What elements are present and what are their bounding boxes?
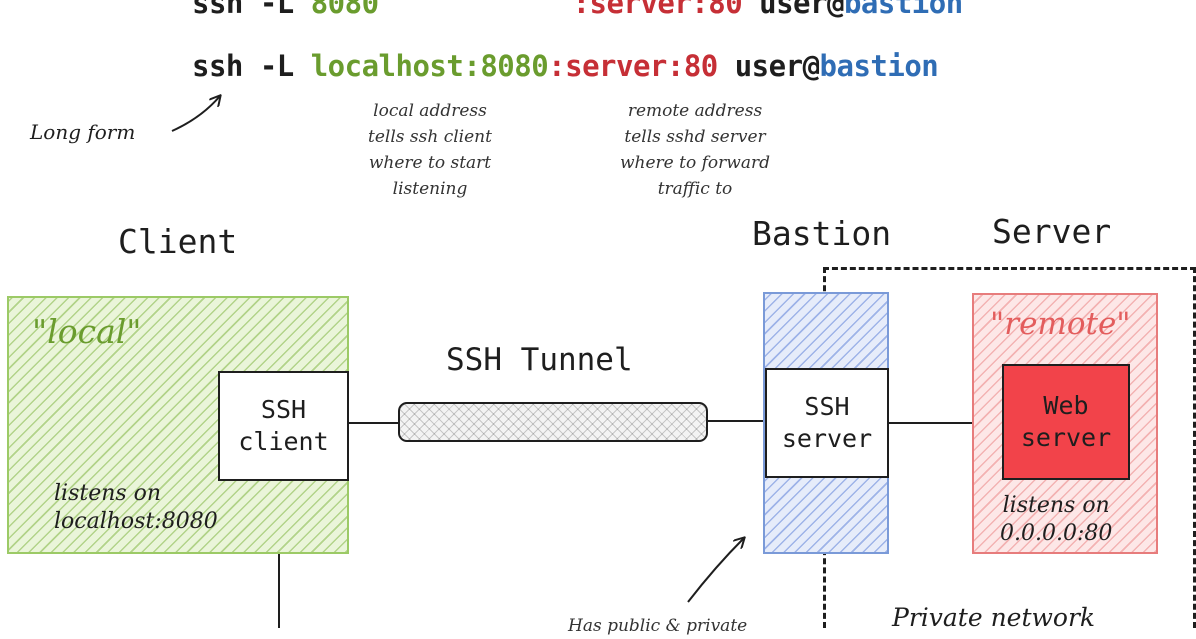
note-line: tells sshd server [624,127,766,147]
listens-line: listens on [54,481,162,506]
long-form-label: Long form [30,120,136,144]
web-server-line: Web [1043,391,1089,420]
note-line: remote address [627,101,763,121]
note-line: where to forward [620,153,770,173]
ssh-client-box: SSH client [218,371,349,481]
cmd-remote: :server:80 [572,0,743,20]
ssh-client-line: SSH [260,395,307,424]
client-listens-text: listens on localhost:8080 [54,480,218,536]
cmd-prefix: ssh -L [192,49,311,83]
bastion-heading: Bastion [752,214,892,253]
cmd-user: user@ [742,0,844,20]
server-heading: Server [992,212,1112,251]
local-tag: "local" [32,312,142,351]
bastion-note: Has public & private [568,616,748,636]
remote-address-note: remote address tells sshd server where t… [590,98,800,202]
local-address-note: local address tells ssh client where to … [330,98,530,202]
listens-line: localhost:8080 [54,509,218,534]
long-form-arrow [171,96,220,132]
cmd-user: user@ [717,49,820,83]
private-network-right-edge [1193,267,1196,628]
private-network-label: Private network [892,603,1096,632]
command-short-form: ssh -L 8080 :server:80 user@bastion [192,0,963,20]
ssh-server-line: server [781,424,873,453]
cmd-local: localhost:8080 [310,49,549,83]
command-long-form: ssh -L localhost:8080:server:80 user@bas… [192,49,939,83]
web-server-box: Web server [1002,364,1130,480]
tunnel-heading: SSH Tunnel [446,342,633,378]
listens-line: 0.0.0.0:80 [1000,521,1113,546]
bastion-note-arrow [687,538,744,603]
cmd-host: bastion [819,49,939,83]
note-line: where to start [368,153,492,173]
remote-tag: "remote" [990,306,1131,342]
server-listens-text: listens on 0.0.0.0:80 [1000,492,1112,548]
cmd-host: bastion [843,0,963,20]
note-line: listening [392,179,468,199]
cmd-local-port: 8080 [310,0,379,20]
web-server-line: server [1020,423,1112,452]
ssh-tunnel [398,402,708,442]
client-heading: Client [118,222,238,261]
note-line: tells ssh client [368,127,492,147]
ssh-client-line: client [238,427,329,456]
listens-line: listens on [1002,493,1110,518]
note-line: traffic to [657,179,733,199]
note-line: local address [373,101,487,121]
ssh-server-line: SSH [804,392,850,421]
ssh-server-box: SSH server [765,368,889,478]
cmd-prefix: ssh -L [192,0,311,20]
cmd-remote: :server:80 [548,49,718,83]
